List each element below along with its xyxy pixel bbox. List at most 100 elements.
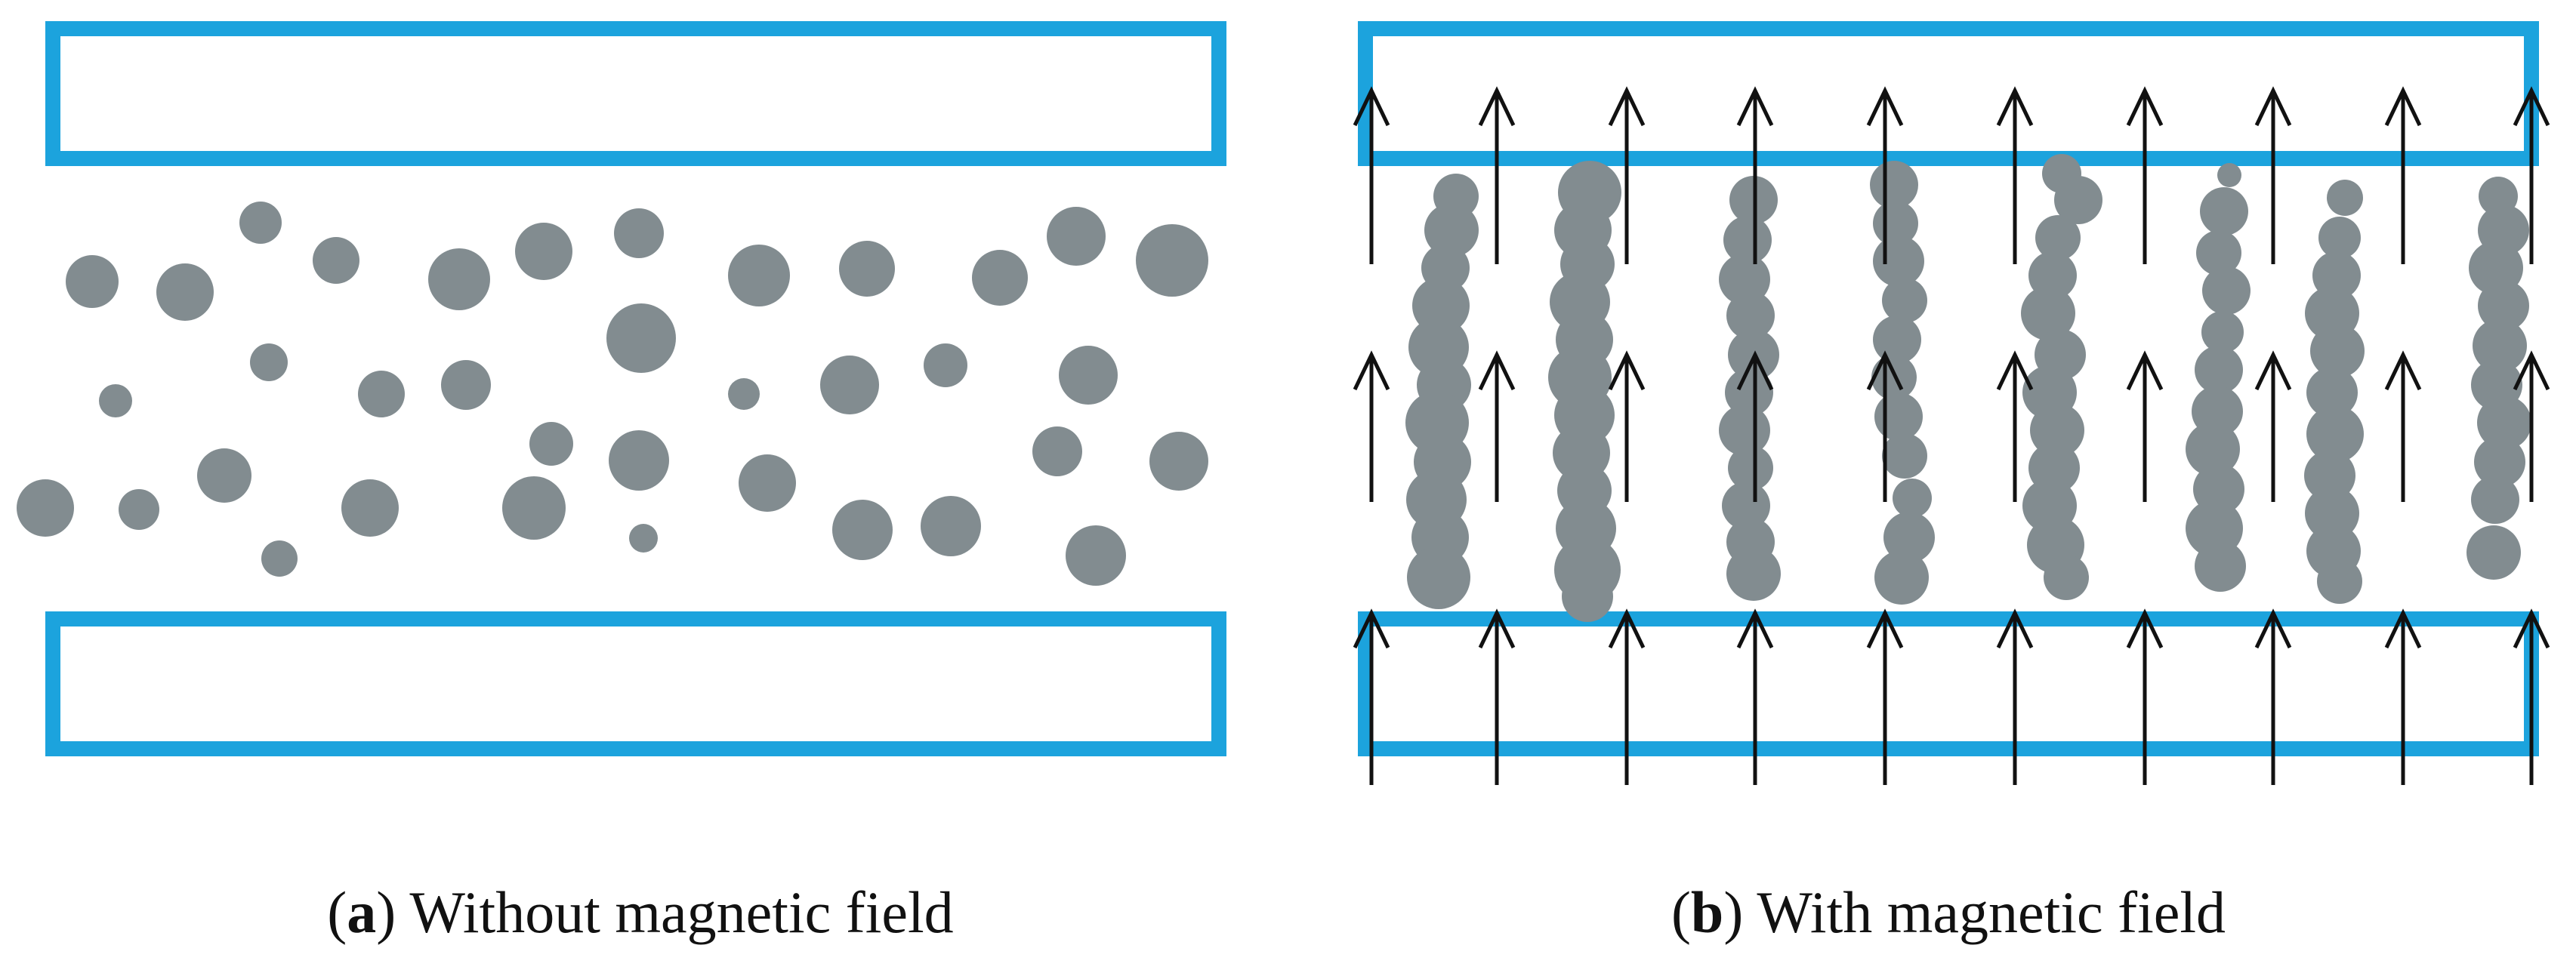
chain-particle [1719, 254, 1770, 305]
chain-particle [2195, 346, 2243, 394]
chain-particle [2201, 311, 2244, 353]
caption-b-label: With magnetic field [1757, 879, 2226, 945]
particle [820, 356, 879, 414]
particle [239, 202, 282, 244]
field-arrow [1608, 608, 1646, 785]
field-arrow [1866, 86, 1904, 264]
particle [341, 479, 399, 537]
chain-particle [1882, 278, 1927, 323]
magnetic-field-arrows [1353, 86, 2550, 785]
particle [609, 430, 669, 491]
chain-particle [2035, 215, 2081, 260]
particle [156, 263, 214, 321]
chain-particle [2471, 476, 2519, 524]
chain-particle [2196, 230, 2241, 276]
field-arrow [2254, 608, 2292, 785]
particle [358, 371, 405, 417]
particle [606, 303, 676, 373]
particle [197, 448, 251, 503]
particle [739, 454, 796, 512]
field-arrow [1866, 350, 1904, 502]
particle [99, 384, 132, 417]
particle [428, 248, 490, 310]
field-arrow [1736, 86, 1774, 264]
chain-particle [1728, 445, 1773, 491]
chain-particle [2186, 422, 2240, 476]
field-arrow [2126, 86, 2164, 264]
field-arrow [1353, 608, 1390, 785]
chain-particle [1883, 512, 1935, 563]
chain-particle [2200, 187, 2248, 236]
particle [832, 500, 893, 560]
chain-particle [1722, 482, 1770, 530]
field-arrow [2254, 350, 2292, 502]
top-plate [45, 21, 1226, 166]
particle [1066, 525, 1126, 586]
particle [1059, 346, 1118, 405]
particle [924, 343, 967, 387]
field-arrow [2254, 86, 2292, 264]
chain-particle [1725, 368, 1773, 417]
chain-particle [1424, 203, 1479, 257]
field-arrow [2384, 350, 2422, 502]
chain-particle [2318, 217, 2361, 259]
chain-particle [2021, 286, 2075, 340]
particle [839, 241, 895, 297]
field-arrow [1478, 86, 1516, 264]
chain-particle [2310, 324, 2365, 378]
chain-particle [1882, 433, 1927, 479]
particle-chains [1405, 154, 2531, 622]
field-arrow [2384, 608, 2422, 785]
panel-b-with-field [1353, 21, 2550, 785]
field-arrow [1353, 86, 1390, 264]
chain-particle [1870, 161, 1918, 209]
particle [250, 343, 288, 381]
chain-particle [2474, 436, 2525, 488]
chain-particle [2044, 555, 2089, 600]
field-arrow [1866, 608, 1904, 785]
particle [921, 496, 981, 556]
particle [261, 540, 298, 577]
particle [1047, 207, 1106, 266]
chain-particle [2477, 396, 2531, 450]
chain-particle [1726, 546, 1781, 601]
field-arrow [2513, 608, 2550, 785]
particle [313, 237, 359, 284]
particle [1136, 224, 1208, 297]
chain-particle [1726, 291, 1775, 340]
chain-particle [2217, 163, 2241, 187]
caption-b: (b) With magnetic field [1671, 879, 2226, 945]
chain-particle [2054, 176, 2102, 224]
bottom-plate [45, 611, 1226, 756]
bottom-plate [1358, 611, 2539, 756]
particle [728, 245, 790, 306]
particle [972, 250, 1028, 306]
particle [614, 208, 664, 258]
field-arrow [1736, 608, 1774, 785]
chain-particle [2306, 405, 2364, 463]
caption-a-label: Without magnetic field [409, 879, 954, 945]
field-arrow [1353, 350, 1390, 502]
chain-particle [2202, 266, 2251, 315]
scattered-particles [17, 202, 1208, 586]
particle [66, 255, 119, 308]
chain-particle [2466, 525, 2521, 580]
chain-particle [1407, 546, 1470, 609]
caption-a-letter: a [347, 879, 377, 945]
chain-particle [2195, 540, 2246, 592]
chain-particle [2317, 559, 2362, 604]
field-arrow [1478, 350, 1516, 502]
chain-particle [2306, 367, 2358, 418]
chain-particle [1893, 479, 1932, 518]
field-arrow [2513, 86, 2550, 264]
particle [629, 524, 658, 553]
field-arrow [1608, 86, 1646, 264]
particle [17, 479, 74, 537]
particle [1032, 426, 1082, 476]
field-arrow [1478, 608, 1516, 785]
particle [515, 223, 572, 280]
field-arrow [1996, 86, 2034, 264]
top-plate [1358, 21, 2539, 166]
caption-a: (a) Without magnetic field [327, 879, 954, 945]
chain-particle [1874, 393, 1923, 441]
